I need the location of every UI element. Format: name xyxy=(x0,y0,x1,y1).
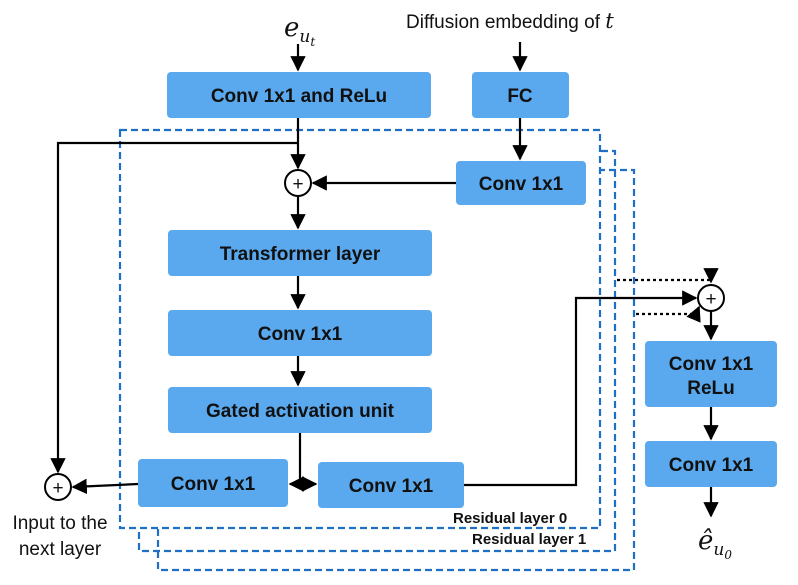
svg-text:Conv 1x1: Conv 1x1 xyxy=(349,476,434,497)
input-e-ut-label: eut xyxy=(284,13,315,49)
transformer-layer-box: Transformer layer xyxy=(168,230,432,276)
conv-relu-top-box: Conv 1x1 and ReLu xyxy=(167,72,431,118)
svg-text:+: + xyxy=(52,478,63,499)
next-layer-label-line1: Input to the xyxy=(12,513,107,534)
svg-text:Conv 1x1: Conv 1x1 xyxy=(669,354,754,375)
svg-text:Gated activation unit: Gated activation unit xyxy=(206,401,395,422)
connectors xyxy=(50,42,719,518)
svg-text:+: + xyxy=(705,289,716,310)
svg-text:Conv 1x1: Conv 1x1 xyxy=(669,455,754,476)
svg-text:Transformer layer: Transformer layer xyxy=(220,244,381,265)
conv-side-box: Conv 1x1 xyxy=(456,161,586,205)
diffusion-embedding-label: Diffusion embedding of t xyxy=(406,9,614,33)
arrow-skip-to-output-sum xyxy=(464,290,698,487)
svg-text:Conv 1x1 and ReLu: Conv 1x1 and ReLu xyxy=(211,86,387,107)
svg-text:ReLu: ReLu xyxy=(687,378,735,399)
fc-box: FC xyxy=(472,72,569,118)
residual-layer-1-label: Residual layer 1 xyxy=(472,531,586,548)
conv-skip-left-box: Conv 1x1 xyxy=(138,459,288,507)
dotted-arrow-layer1 xyxy=(617,268,719,284)
sum-node-next-layer: + xyxy=(44,473,72,501)
out-conv-relu-box: Conv 1x1 ReLu xyxy=(645,341,777,407)
arrow-left-conv-to-next-sum xyxy=(71,478,139,495)
svg-text:FC: FC xyxy=(507,86,533,107)
dotted-connectors xyxy=(617,268,719,323)
residual-layer-0-label: Residual layer 0 xyxy=(453,510,567,527)
conv-mid-box: Conv 1x1 xyxy=(168,310,432,356)
dotted-arrow-layer2 xyxy=(636,305,701,323)
output-e-hat-label: êu0 xyxy=(698,526,732,562)
conv-skip-right-box: Conv 1x1 xyxy=(318,462,464,508)
sum-node-main: + xyxy=(284,169,312,197)
svg-text:Conv 1x1: Conv 1x1 xyxy=(479,174,564,195)
arrow-residual-bypass xyxy=(50,141,298,474)
svg-text:Conv 1x1: Conv 1x1 xyxy=(171,474,256,495)
gated-activation-box: Gated activation unit xyxy=(168,387,432,433)
out-conv-box: Conv 1x1 xyxy=(645,441,777,487)
next-layer-label-line2: next layer xyxy=(19,539,102,560)
svg-text:+: + xyxy=(292,174,303,195)
sum-node-output: + xyxy=(697,284,725,312)
svg-text:Conv 1x1: Conv 1x1 xyxy=(258,324,343,345)
